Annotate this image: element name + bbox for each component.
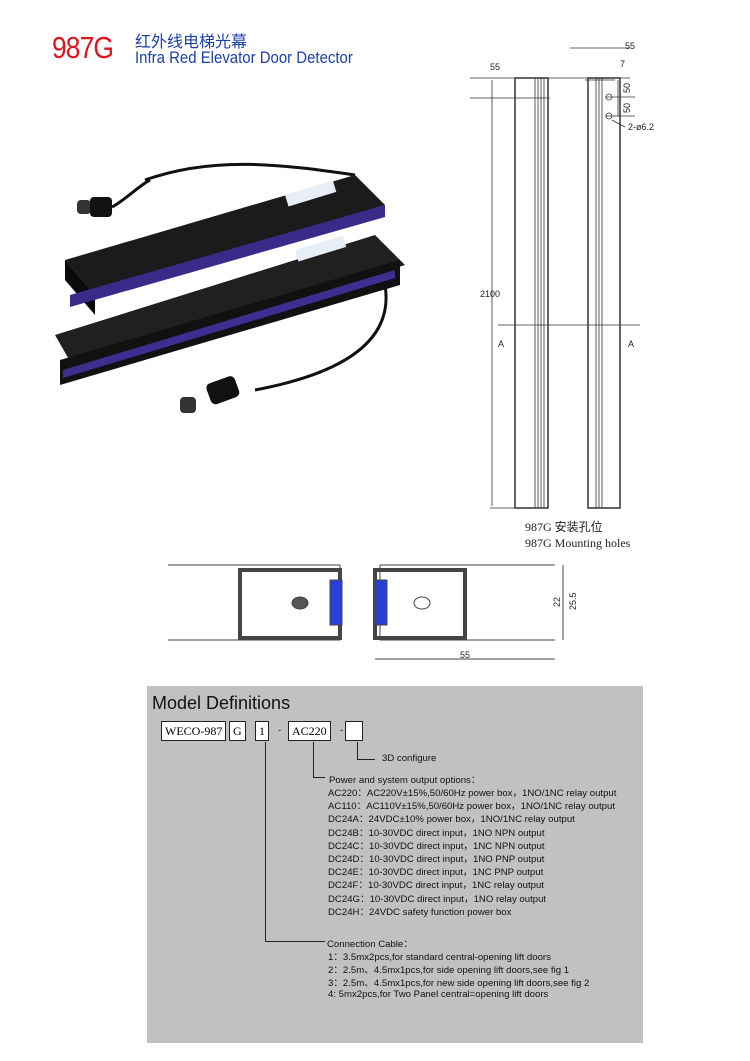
- dim-section-width: 55: [460, 650, 470, 660]
- power-option: DC24A：24VDC±10% power box，1NO/1NC relay …: [328, 814, 575, 826]
- dim-section-outer: 25.5: [568, 592, 578, 610]
- model-number: 987G: [52, 30, 114, 65]
- power-option: DC24C：10-30VDC direct input，1NC NPN outp…: [328, 840, 545, 852]
- title-chinese: 红外线电梯光幕: [135, 34, 248, 51]
- code-dash: -: [340, 725, 344, 736]
- model-definitions: Model Definitions WECO-987 G 1 - AC220 -…: [147, 686, 643, 1043]
- dim-width-left: 55: [490, 62, 500, 72]
- power-title: Power and system output options：: [329, 775, 481, 786]
- code-cable: 1: [255, 721, 269, 741]
- cable-option: 4: 5mx2pcs,for Two Panel central=opening…: [328, 988, 549, 1000]
- caption-cn: 987G 安装孔位: [525, 520, 603, 534]
- power-option: DC24D：10-30VDC direct input，1NO PNP outp…: [328, 854, 545, 865]
- title-english: Infra Red Elevator Door Detector: [135, 48, 353, 67]
- code-series: WECO-987: [161, 721, 227, 741]
- cross-section: 55 22 25.5: [168, 564, 578, 660]
- power-option: DC24E：10-30VDC direct input，1NC PNP outp…: [328, 867, 544, 879]
- cable-option: 2：2.5m、4.5mx1pcs,for side opening lift d…: [328, 965, 570, 977]
- caption-en: 987G Mounting holes: [525, 536, 631, 550]
- code-config: [345, 721, 363, 741]
- dim-offset: 7: [620, 59, 625, 69]
- power-option: DC24B：10-30VDC direct input，1NO NPN outp…: [328, 827, 545, 839]
- code-power: AC220: [288, 721, 331, 741]
- power-option: AC110：AC110V±15%,50/60Hz power box，1NO/1…: [328, 801, 616, 813]
- power-option: AC220：AC220V±15%,50/60Hz power box，1NO/1…: [328, 788, 617, 799]
- dim-width-right: 55: [625, 41, 635, 51]
- definitions-title: Model Definitions: [152, 693, 291, 713]
- cable-title: Connection Cable：: [327, 939, 413, 950]
- dim-section-inner: 22: [552, 597, 562, 607]
- section-mark-left: A: [498, 339, 504, 349]
- section-mark-right: A: [628, 339, 634, 349]
- power-option: DC24H：24VDC safety function power box: [328, 906, 512, 918]
- dim-hole-spacing-2: 50: [622, 103, 632, 113]
- cable-option: 3：2.5m、4.5mx1pcs,for new side opening li…: [328, 978, 590, 990]
- power-option: DC24G：10-30VDC direct input，1NO relay ou…: [328, 893, 547, 905]
- code-type: G: [229, 721, 246, 741]
- dim-holes: 2-ø6.2: [628, 122, 654, 132]
- mounting-drawing: 55 55 7 50 50 2-ø6.2 2100 A A: [470, 41, 654, 509]
- dim-length: 2100: [480, 289, 500, 299]
- power-option: DC24F：10-30VDC direct input，1NC relay ou…: [328, 880, 544, 892]
- product-photo: [55, 162, 405, 413]
- dim-hole-spacing-1: 50: [622, 83, 632, 93]
- configure-label: 3D configure: [382, 753, 437, 764]
- code-dash: -: [278, 725, 282, 736]
- cable-option: 1：3.5mx2pcs,for standard central-opening…: [328, 952, 551, 963]
